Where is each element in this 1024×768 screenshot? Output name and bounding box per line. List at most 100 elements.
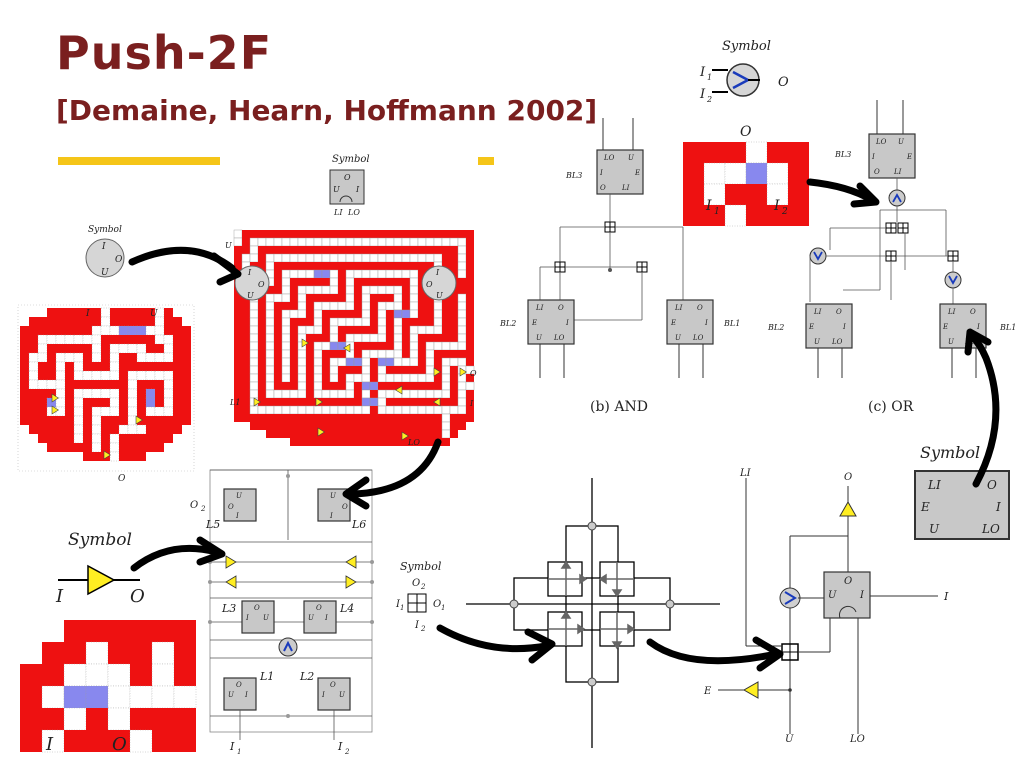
maze-cell [155,380,164,389]
maze-cell [65,362,74,371]
maze-cell [281,325,291,335]
maze-cell [298,246,306,254]
maze-cell [425,357,435,367]
maze-cell [378,414,386,422]
maze-cell [110,416,119,425]
maze-cell [91,334,102,345]
maze-cell [370,278,378,286]
maze-cell [101,416,110,425]
maze-cell [119,398,128,407]
maze-cell [258,230,266,238]
maze-cell [313,325,323,335]
maze-cell [282,230,290,238]
maze-cell [434,358,442,366]
maze-cell [338,326,346,334]
maze-cell [345,389,355,399]
maze-cell [274,366,282,374]
svg-text:O: O [558,304,564,312]
maze-cell [377,309,387,319]
maze-cell [418,262,426,270]
maze-cell [47,371,56,380]
maze-cell [377,301,387,311]
svg-text:LI: LI [621,184,630,192]
maze-cell [137,452,146,461]
svg-text:U: U [536,334,543,342]
maze-cell [466,302,474,310]
maze-cell [137,434,146,443]
maze-cell [385,389,395,399]
maze-cell [788,205,809,226]
maze-cell [337,317,347,327]
svg-text:I: I [976,323,980,331]
maze-cell [338,366,346,374]
l5-box [223,488,257,522]
maze-cell [361,301,371,311]
maze-cell [361,309,371,319]
maze-cell [234,406,242,414]
maze-cell [47,308,56,317]
maze-cell [42,664,64,686]
maze-cell [297,405,307,415]
maze-cell [409,405,419,415]
maze-cell [345,317,355,327]
maze-cell [425,253,435,263]
maze-cell [457,253,467,263]
maze-cell [119,335,128,344]
rotator-symbol-top: Symbol O U I LI LO [329,154,370,217]
maze-cell [108,620,130,642]
svg-text:U: U [828,590,837,601]
maze-cell [119,443,128,452]
maze-cell [242,390,250,398]
maze-cell [345,253,355,263]
maze-cell [155,389,164,398]
maze-cell [119,380,128,389]
maze-cell [290,414,298,422]
building-block-circuit: U O I O 2 L5 U O I L6 O I U L3 O U I L4 … [190,469,374,756]
maze-cell [441,237,451,247]
maze-cell [458,414,466,422]
maze-cell [370,414,378,422]
maze-cell [377,269,387,279]
maze-cell [55,379,66,390]
maze-cell [766,162,789,185]
maze-cell [281,341,291,351]
maze-cell [394,414,402,422]
svg-text:U: U [236,492,243,500]
maze-cell [163,397,174,408]
maze-cell [370,358,378,366]
maze-cell [20,380,29,389]
maze-cell [450,254,458,262]
maze-cell [290,438,298,446]
maze-cell [28,361,39,372]
big-maze-cells [233,229,475,446]
maze-cell [450,390,458,398]
maze-cell [306,350,314,358]
maze-cell [418,382,426,390]
l1-box [223,677,257,711]
svg-text:O: O [844,472,852,483]
maze-cell [265,357,275,367]
maze-cell [434,382,442,390]
maze-cell [155,434,164,443]
maze-cell [37,334,48,345]
maze-cell [274,246,282,254]
maze-cell [433,325,443,335]
maze-cell [182,416,191,425]
maze-cell [402,318,410,326]
maze-cell [127,379,138,390]
maze-cell [425,389,435,399]
maze-cell [163,370,174,381]
maze-cell [274,342,282,350]
maze-cell [418,246,426,254]
maze-cell [410,382,418,390]
or-symbol-caption: Symbol [722,39,771,54]
maze-cell [394,230,402,238]
maze-cell [386,342,394,350]
push-block-detail-circuit: LI O O U I I E U LO [703,468,949,745]
maze-cell [73,397,84,408]
maze-cell [457,245,467,255]
maze-cell [426,310,434,318]
svg-text:BL2: BL2 [499,319,516,328]
maze-cell [65,380,74,389]
maze-cell [37,352,48,363]
